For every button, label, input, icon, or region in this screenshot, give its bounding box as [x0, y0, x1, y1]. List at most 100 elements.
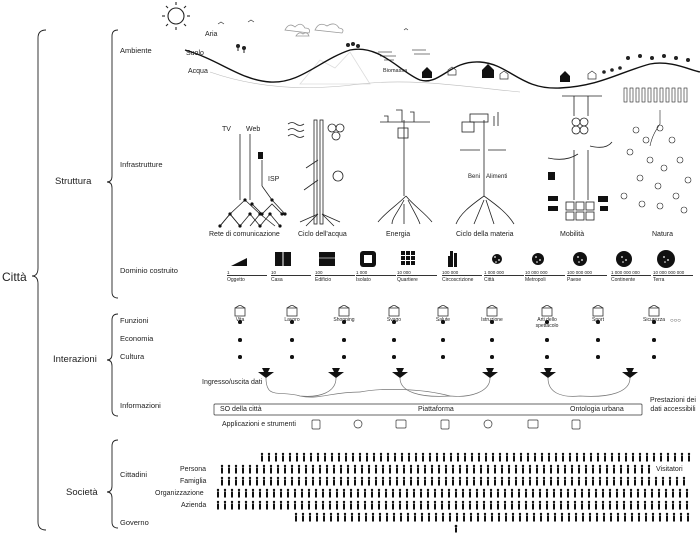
person-icon [470, 452, 474, 462]
person-icon [563, 464, 567, 474]
person-icon [371, 512, 375, 522]
person-icon [549, 464, 553, 474]
person-icon [279, 500, 283, 510]
person-icon [612, 476, 616, 486]
row-informazioni: Informazioni [120, 401, 161, 410]
person-icon [665, 512, 669, 522]
person-icon [533, 452, 537, 462]
person-icon [647, 464, 651, 474]
info-applicazioni: Applicazioni e strumenti [222, 421, 296, 428]
domain-icon [444, 250, 466, 268]
function-dot [652, 320, 656, 324]
person-icon [671, 488, 675, 498]
domain-name: Quartiere [397, 275, 437, 283]
person-icon [241, 464, 245, 474]
domain-name: Città [484, 275, 524, 283]
person-icon [496, 500, 500, 510]
governo-icon [454, 524, 458, 533]
row-infrastrutture: Infrastrutture [120, 160, 163, 169]
person-icon [437, 476, 441, 486]
person-icon [472, 464, 476, 474]
person-icon [498, 452, 502, 462]
person-icon [267, 452, 271, 462]
domain-name: Edificio [315, 275, 355, 283]
person-icon [664, 488, 668, 498]
person-icon [251, 500, 255, 510]
person-icon [580, 488, 584, 498]
person-icon [675, 476, 679, 486]
person-icon [365, 452, 369, 462]
person-icon [636, 488, 640, 498]
person-icon [462, 512, 466, 522]
person-icon [644, 512, 648, 522]
person-icon [553, 512, 557, 522]
person-icon [542, 464, 546, 474]
domain-icon [399, 250, 421, 268]
person-icon [671, 500, 675, 510]
person-icon [640, 476, 644, 486]
person-icon [475, 488, 479, 498]
person-icon [433, 500, 437, 510]
person-icon [664, 500, 668, 510]
function-dot [652, 338, 656, 342]
person-icon [647, 476, 651, 486]
person-icon [416, 476, 420, 486]
person-icon [377, 488, 381, 498]
person-icon [622, 488, 626, 498]
person-icon [426, 488, 430, 498]
person-icon [407, 452, 411, 462]
person-icon [353, 464, 357, 474]
person-icon [510, 500, 514, 510]
person-icon [560, 512, 564, 522]
person-icon [342, 488, 346, 498]
person-icon [573, 500, 577, 510]
person-icon [629, 500, 633, 510]
society-persona: Persona [180, 466, 207, 473]
person-icon [220, 464, 224, 474]
infra-mobilita: Mobilità [560, 231, 585, 238]
domain-icon [569, 250, 591, 268]
person-icon [531, 488, 535, 498]
person-icon [514, 464, 518, 474]
person-icon [479, 464, 483, 474]
person-icon [318, 476, 322, 486]
person-icon [678, 488, 682, 498]
person-icon [325, 476, 329, 486]
person-icon [612, 464, 616, 474]
person-icon [573, 488, 577, 498]
person-icon [260, 452, 264, 462]
water-cycle [287, 119, 345, 227]
info-ingresso: Ingresso/uscita dati [202, 379, 263, 386]
person-icon [276, 464, 280, 474]
person-icon [524, 500, 528, 510]
person-icon [356, 488, 360, 498]
person-icon [608, 500, 612, 510]
function-icon [286, 304, 298, 317]
row-ambiente: Ambiente [120, 46, 152, 55]
person-icon [489, 500, 493, 510]
person-icon [416, 464, 420, 474]
person-icon [337, 452, 341, 462]
infra-isp: ISP [268, 176, 280, 183]
person-icon [482, 488, 486, 498]
function-dot [238, 338, 242, 342]
person-icon [321, 488, 325, 498]
person-icon [297, 464, 301, 474]
person-icon [624, 452, 628, 462]
domain-name: Continente [611, 275, 651, 283]
person-icon [395, 476, 399, 486]
person-icon [591, 464, 595, 474]
env-suolo: Suolo [186, 50, 204, 57]
person-icon [384, 488, 388, 498]
person-icon [325, 464, 329, 474]
person-icon [561, 452, 565, 462]
person-icon [643, 488, 647, 498]
person-icon [223, 488, 227, 498]
person-icon [385, 512, 389, 522]
person-icon [595, 512, 599, 522]
person-icon [357, 512, 361, 522]
person-icon [610, 452, 614, 462]
